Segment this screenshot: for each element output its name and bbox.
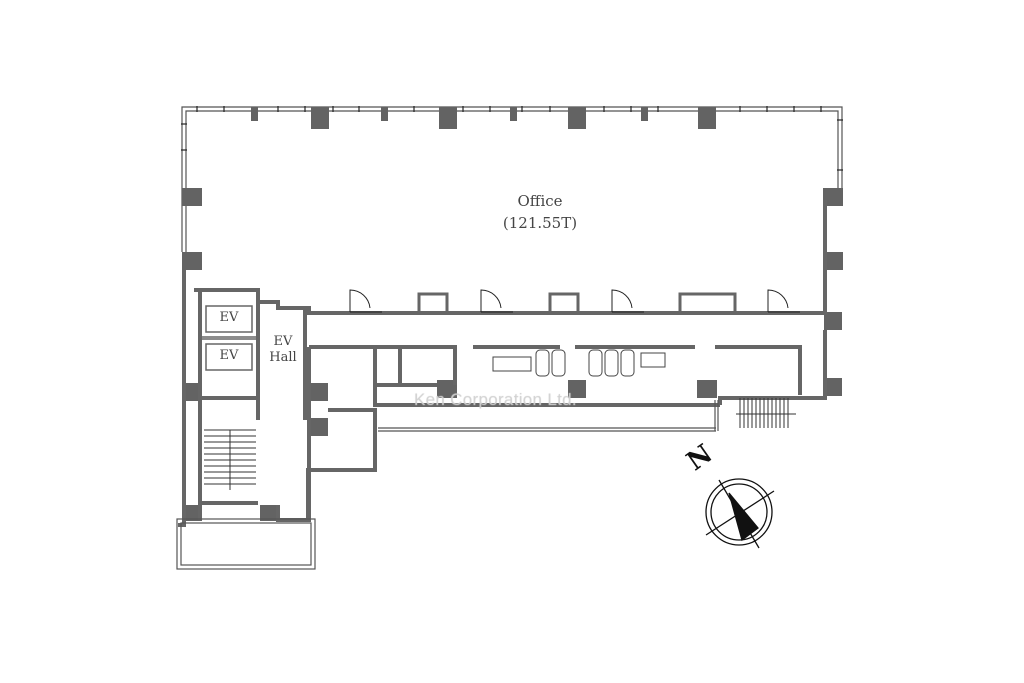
office-area: (121.55T): [502, 214, 578, 232]
ev-hall-line1: EV: [273, 334, 293, 349]
stair-right: [736, 398, 796, 428]
mullions: [181, 106, 843, 171]
office-room-label: Office (121.55T): [470, 190, 610, 234]
office-doors: [349, 289, 800, 313]
compass-icon: [705, 478, 775, 549]
elevator-cars: [200, 305, 258, 371]
toilets: [492, 349, 666, 377]
elevator-1-label: EV: [219, 310, 239, 325]
office-name: Office: [517, 192, 563, 210]
stair-left: [204, 429, 256, 490]
elevator-2-label: EV: [219, 348, 239, 363]
watermark: Ken Corporation Ltd.: [414, 390, 577, 409]
interior-walls: [178, 200, 827, 527]
ev-hall-line2: Hall: [269, 350, 297, 365]
wall-niches: [417, 292, 737, 312]
ev-hall-label: EV Hall: [262, 334, 304, 366]
balcony: [176, 518, 316, 570]
corridor-glazing: [378, 400, 719, 432]
structural-columns: [182, 107, 843, 521]
